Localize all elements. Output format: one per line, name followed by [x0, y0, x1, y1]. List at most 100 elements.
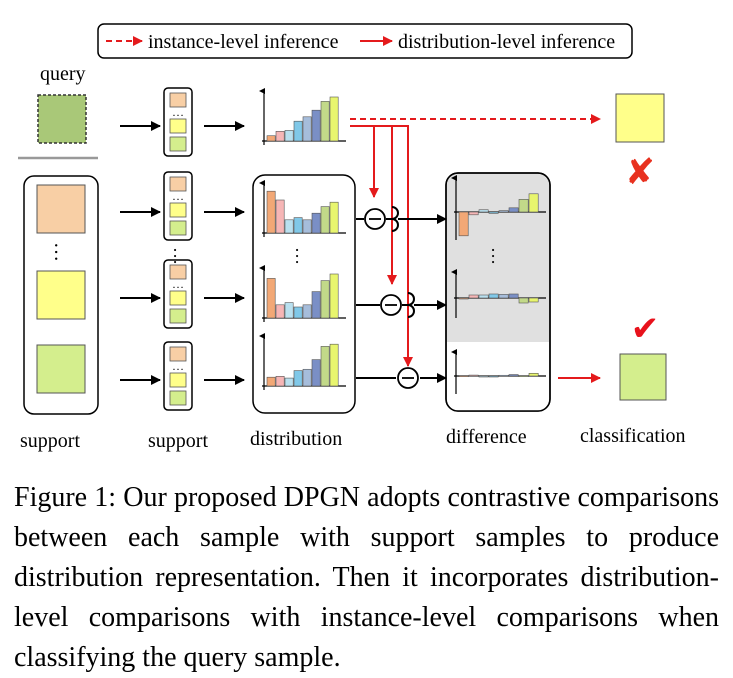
hist-bar — [498, 210, 509, 213]
figure-caption: Figure 1: Our proposed DPGN adopts contr… — [14, 478, 719, 678]
embedding-stacks: … … … … — [163, 87, 193, 411]
embedding-stack-2: … — [163, 171, 193, 241]
stack-to-distribution-arrows — [204, 121, 245, 385]
hist-bar — [275, 131, 285, 142]
stack-cell — [169, 136, 187, 152]
hist-bar — [488, 211, 499, 214]
hist-bar — [498, 374, 509, 377]
hist-bar — [528, 372, 539, 377]
hist-bar — [478, 294, 489, 299]
hist-bar — [284, 219, 294, 234]
stack-cell — [169, 372, 187, 388]
hist-bar — [320, 101, 330, 142]
query-label: query — [40, 63, 86, 85]
support-distribution-1 — [259, 180, 346, 237]
support-prediction-square — [619, 353, 667, 401]
support-sample-1 — [36, 184, 86, 234]
difference-box — [445, 172, 551, 412]
input-arrows — [120, 121, 161, 385]
hist-bar — [284, 130, 294, 142]
distribution-level-arrows — [350, 125, 413, 367]
vertical-ellipsis-icon: … — [488, 247, 508, 265]
hist-bar — [266, 190, 276, 234]
support-sample-2 — [36, 270, 86, 320]
check-icon: ✔ — [631, 309, 660, 349]
hist-bar — [458, 211, 469, 237]
hist-bar — [468, 211, 479, 216]
hist-bar — [508, 293, 519, 299]
vertical-ellipsis-icon: … — [170, 247, 190, 265]
histograms — [259, 88, 546, 394]
difference-3 — [451, 349, 546, 394]
vertical-ellipsis-icon: … — [292, 247, 312, 265]
legend: instance-level inference distribution-le… — [97, 23, 633, 59]
query-prediction-square — [615, 93, 665, 143]
legend-distribution-label: distribution-level inference — [398, 31, 615, 53]
stack-cell — [169, 290, 187, 306]
hist-bar — [478, 209, 489, 213]
query-distribution — [259, 88, 346, 145]
figure-diagram: instance-level inference distribution-le… — [18, 23, 686, 452]
support-label-mid: support — [148, 430, 208, 452]
hist-bar — [468, 374, 479, 377]
minus-signs — [369, 218, 414, 379]
hist-bar — [508, 207, 519, 213]
hist-bar — [488, 293, 499, 299]
support-samples-box: … — [23, 175, 99, 415]
hist-bar — [518, 375, 529, 377]
hist-bar — [320, 280, 330, 319]
hist-bar — [458, 297, 469, 300]
stack-cell — [169, 202, 187, 218]
hist-bar — [329, 343, 339, 387]
caption-text: Our proposed DPGN adopts contrastive com… — [14, 482, 719, 673]
stack-cell — [169, 390, 187, 406]
vertical-ellipsis-icon: … — [50, 242, 72, 262]
comparison-arrows — [356, 206, 446, 383]
hist-bar — [302, 368, 312, 387]
embedding-stack-3: … — [163, 259, 193, 329]
hist-bar — [311, 212, 321, 234]
embedding-stack-4: … — [163, 341, 193, 411]
hist-bar — [311, 359, 321, 387]
hist-bar — [275, 376, 285, 387]
hist-bar — [293, 306, 303, 319]
hist-bar — [508, 374, 519, 377]
ellipsis-icon: … — [172, 189, 184, 203]
query-square — [37, 94, 87, 144]
stack-cell — [169, 220, 187, 236]
support-distribution-2 — [259, 265, 346, 322]
classification-label: classification — [580, 425, 686, 447]
hist-bar — [266, 376, 276, 387]
hist-bar — [329, 201, 339, 234]
hist-bar — [478, 375, 489, 378]
hist-bar — [311, 109, 321, 142]
hist-bar — [284, 377, 294, 387]
hist-bar — [329, 273, 339, 319]
stack-cell — [169, 92, 187, 108]
ellipsis-icon: … — [172, 105, 184, 119]
hist-bar — [320, 346, 330, 387]
support-sample-3 — [36, 344, 86, 394]
hist-bar — [266, 278, 276, 319]
hist-bar — [275, 199, 285, 234]
hist-bar — [302, 219, 312, 234]
stack-cell — [169, 118, 187, 134]
hist-bar — [293, 120, 303, 142]
hist-bar — [275, 304, 285, 319]
stack-cell — [169, 308, 187, 324]
stack-cell — [169, 346, 187, 362]
caption-label: Figure 1: — [14, 482, 117, 513]
hist-bar — [311, 291, 321, 319]
cross-icon: ✘ — [625, 152, 655, 193]
support-label-left: support — [20, 430, 80, 452]
hist-bar — [518, 199, 529, 213]
hist-bar — [302, 304, 312, 319]
stack-cell — [169, 176, 187, 192]
ellipsis-icon: … — [172, 359, 184, 373]
hist-bar — [329, 96, 339, 142]
hist-bar — [293, 217, 303, 234]
hist-bar — [518, 297, 529, 304]
embedding-stack-1: … — [163, 87, 193, 157]
hist-bar — [284, 302, 294, 319]
ellipsis-icon: … — [172, 277, 184, 291]
